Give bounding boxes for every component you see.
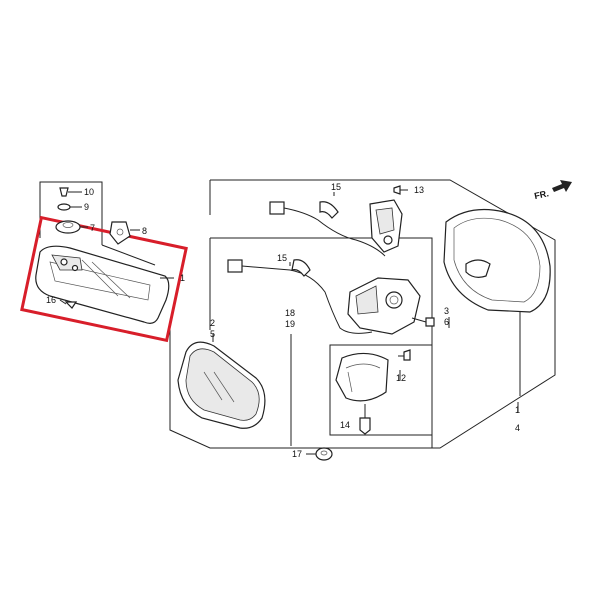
motor-subframe xyxy=(329,344,433,436)
callout-1-left: 1 xyxy=(180,273,185,283)
callout-7: 7 xyxy=(90,223,95,233)
callout-15-mid: 15 xyxy=(277,253,287,263)
nut-icon xyxy=(315,447,333,461)
callout-19: 19 xyxy=(285,319,295,329)
callout-2: 2 xyxy=(210,318,215,328)
cable-harness xyxy=(227,201,386,334)
callout-3: 3 xyxy=(444,306,449,316)
mirror-base xyxy=(335,349,411,402)
power-mirror-motor xyxy=(347,277,435,335)
actuator-upper xyxy=(369,185,408,253)
connector-icon xyxy=(269,201,285,215)
cable-clip-icon-2 xyxy=(291,259,311,277)
callout-18: 18 xyxy=(285,308,295,318)
callout-6: 6 xyxy=(444,317,449,327)
washer-icon xyxy=(57,203,71,211)
mirror-glass-assembly xyxy=(35,245,170,324)
callout-1-right: 1 xyxy=(515,405,520,415)
callout-5: 5 xyxy=(210,329,215,339)
main-assembly-frame xyxy=(169,179,556,449)
cable-clip-icon xyxy=(319,201,339,219)
callout-12: 12 xyxy=(396,373,406,383)
mirror-glass xyxy=(177,341,266,429)
callout-14: 14 xyxy=(340,420,350,430)
screw-icon xyxy=(59,187,69,197)
screw-icon-12 xyxy=(403,349,411,361)
callout-10: 10 xyxy=(84,187,94,197)
callout-15-top: 15 xyxy=(331,182,341,192)
detail-frame-left xyxy=(39,181,103,245)
pin-icon xyxy=(64,301,78,309)
clip-icon xyxy=(109,221,131,245)
callout-8: 8 xyxy=(142,226,147,236)
callout-17: 17 xyxy=(292,449,302,459)
callout-numbers: 10 9 7 8 1 16 15 13 15 2 5 18 19 3 6 12 … xyxy=(46,182,520,459)
assembly-outline-frames xyxy=(39,179,556,449)
callout-9: 9 xyxy=(84,202,89,212)
leader-lines xyxy=(160,192,519,446)
mount-hardware xyxy=(55,187,140,309)
callout-13: 13 xyxy=(414,185,424,195)
fasteners xyxy=(306,404,371,461)
callout-4: 4 xyxy=(515,423,520,433)
callout-16: 16 xyxy=(46,295,56,305)
direction-label: FR. xyxy=(533,188,549,201)
connector-icon-2 xyxy=(227,259,243,273)
forward-arrow-icon xyxy=(552,180,572,192)
bolt-icon xyxy=(359,417,371,435)
mirror-housing-cap xyxy=(443,209,551,396)
